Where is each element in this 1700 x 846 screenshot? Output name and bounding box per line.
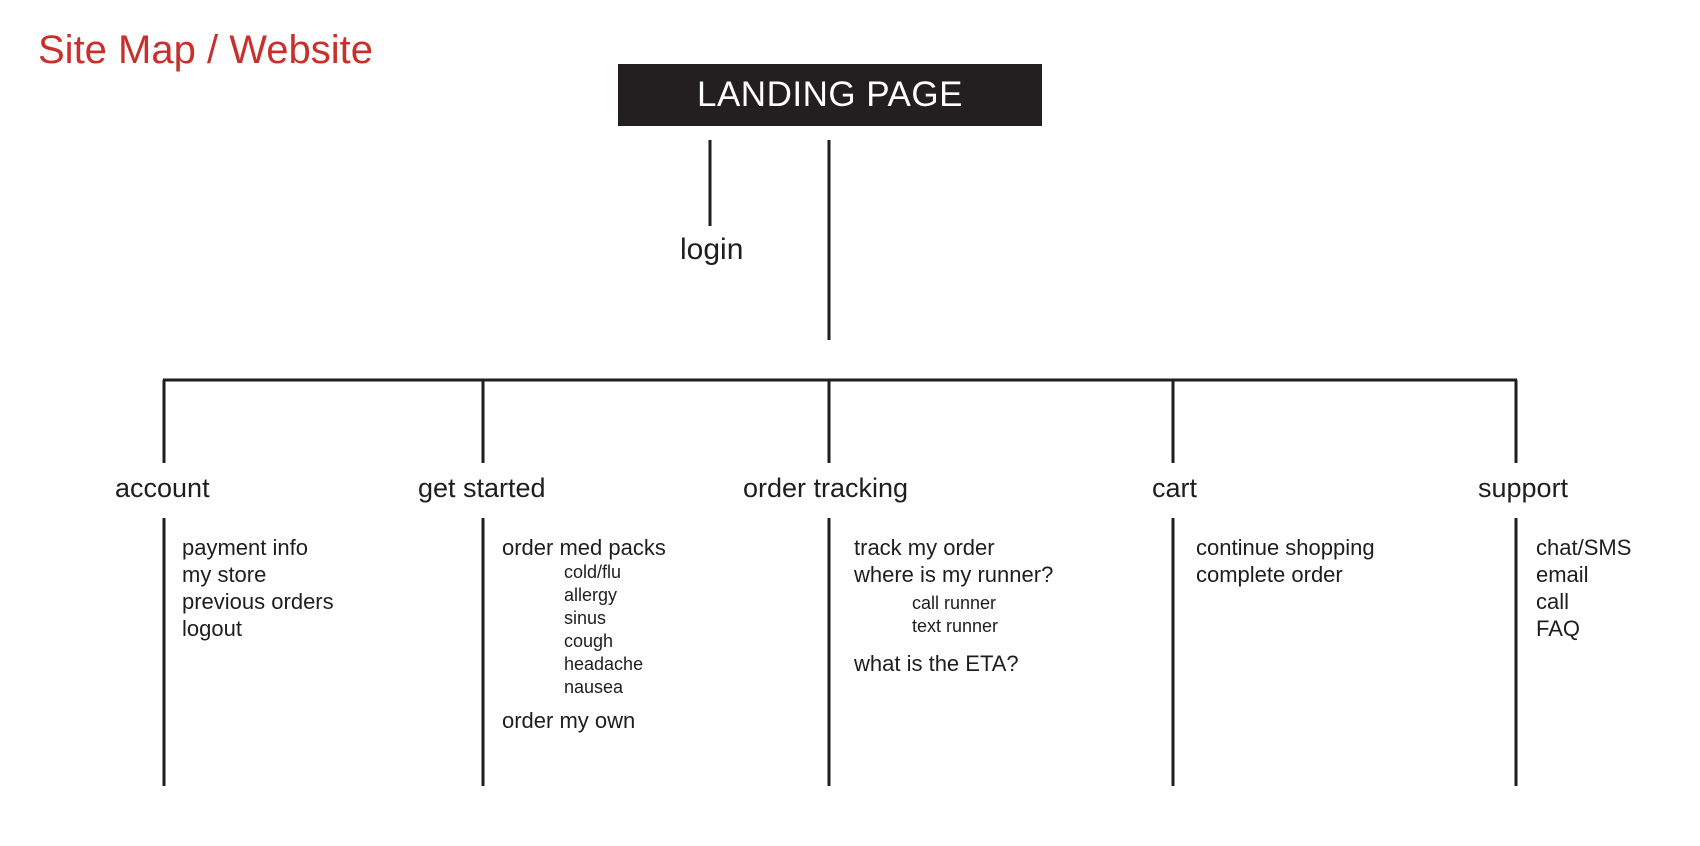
runner-options-group: call runner text runner	[854, 592, 1053, 638]
cart-node: cart	[1152, 473, 1198, 503]
track-my-order-item: track my order	[854, 535, 995, 560]
list-item: payment info	[182, 535, 308, 560]
list-item: chat/SMS	[1536, 535, 1632, 560]
support-node: support	[1478, 473, 1569, 503]
order-my-own-item: order my own	[502, 708, 636, 733]
list-item: sinus	[564, 608, 607, 628]
order-med-packs-item: order med packs	[502, 535, 666, 560]
cart-list: continue shopping complete order	[1196, 534, 1375, 588]
landing-page-node: LANDING PAGE	[618, 64, 1042, 126]
list-item: previous orders	[182, 589, 334, 614]
list-item: allergy	[564, 585, 618, 605]
where-is-my-runner-item: where is my runner?	[854, 562, 1054, 587]
list-item: email	[1536, 562, 1589, 587]
list-item: my store	[182, 562, 267, 587]
med-packs-list: cold/flu allergy sinus cough headache na…	[502, 561, 666, 699]
list-item: call runner	[912, 593, 997, 613]
login-node: login	[680, 233, 744, 266]
eta-item: what is the ETA?	[854, 651, 1019, 676]
list-item: continue shopping	[1196, 535, 1375, 560]
account-node: account	[115, 473, 210, 503]
list-item: call	[1536, 589, 1570, 614]
order-tracking-node: order tracking	[743, 473, 909, 503]
get-started-list: order med packs cold/flu allergy sinus c…	[502, 534, 666, 734]
list-item: cough	[564, 631, 614, 651]
list-item: nausea	[564, 677, 624, 697]
list-item: FAQ	[1536, 616, 1581, 641]
list-item: text runner	[912, 616, 999, 636]
list-item: headache	[564, 654, 644, 674]
med-packs-group: cold/flu allergy sinus cough headache na…	[502, 561, 666, 699]
list-item: cold/flu	[564, 562, 622, 582]
page-title: Site Map / Website	[38, 28, 373, 72]
list-item: logout	[182, 616, 242, 641]
support-list: chat/SMS email call FAQ	[1536, 534, 1631, 642]
order-tracking-list: track my order where is my runner? call …	[854, 534, 1053, 677]
get-started-node: get started	[418, 473, 546, 503]
runner-options-list: call runner text runner	[854, 592, 1053, 638]
list-item: complete order	[1196, 562, 1343, 587]
account-list: payment info my store previous orders lo…	[182, 534, 334, 642]
